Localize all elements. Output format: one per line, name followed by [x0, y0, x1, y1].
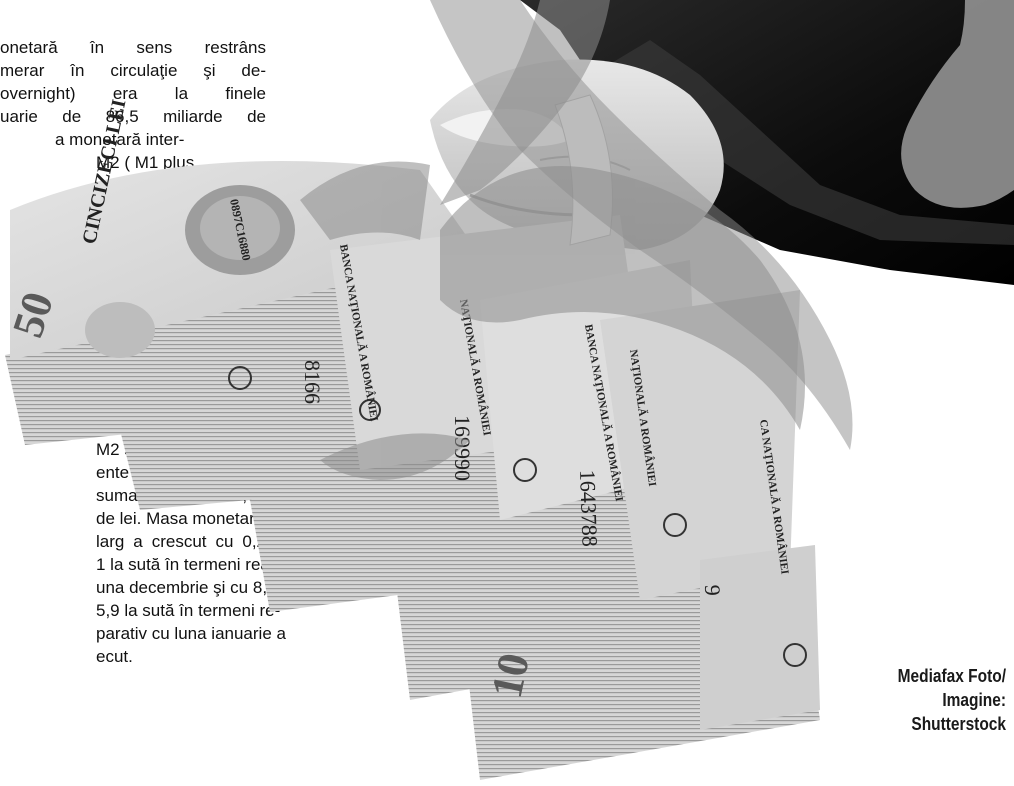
article-line: ecut.	[96, 647, 133, 666]
article-line: onetară în sens restrâns	[0, 38, 266, 57]
photo-credit-line: Mediafax Foto/	[897, 666, 1006, 686]
article-line: una decembrie şi cu 8,8	[96, 578, 277, 597]
article-line: de	[178, 292, 197, 311]
article-line: larg a crescut cu 0,2 la	[96, 532, 266, 551]
article-line: suma 216,66	[96, 486, 266, 505]
article-line: ni) to-	[96, 222, 140, 241]
article-line: e cu durata	[96, 176, 182, 195]
article-line: 5,9 la sută în termeni re-	[96, 601, 281, 620]
article-line: ns	[96, 417, 114, 436]
article-line: 12,4	[96, 245, 130, 264]
photo-credit-line: Imagine:	[942, 690, 1006, 710]
article-line: a monetară inter-	[55, 130, 185, 149]
article-line: overnight) era la finele	[0, 84, 266, 103]
article-line: de până	[96, 199, 158, 218]
article-line: ente finan-	[96, 463, 266, 482]
article-line: uarie de 86,5 miliarde de	[0, 107, 266, 126]
article-line: parativ cu luna ianuarie a	[96, 624, 286, 643]
photo-credit-line: Shutterstock	[911, 714, 1006, 734]
article-line: M2 ( M1 plus	[96, 153, 195, 172]
article-line: iar	[178, 315, 197, 334]
article-line: merar în circulaţie şi de-	[0, 61, 266, 80]
article-line: M2 şi alte	[96, 440, 169, 459]
article-line: 1 la sută în termeni reali)	[96, 555, 284, 574]
article-line: -	[96, 394, 102, 413]
article-line: de lei. Masa monetară	[96, 509, 265, 528]
photo-credit: Mediafax Foto/ Imagine: Shutterstock	[898, 664, 1006, 736]
